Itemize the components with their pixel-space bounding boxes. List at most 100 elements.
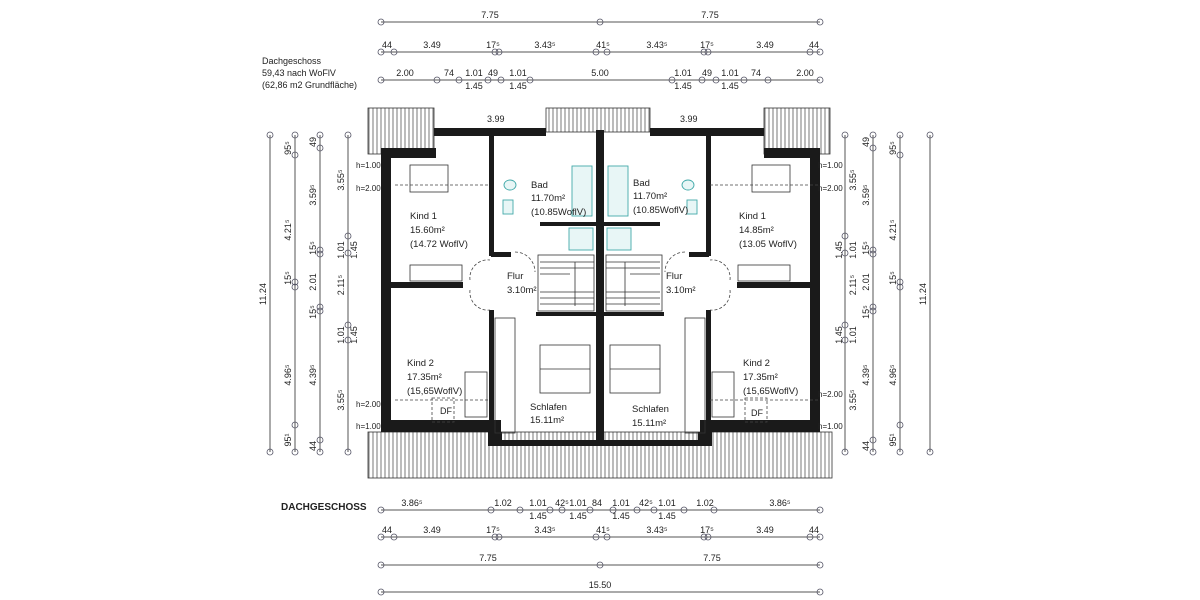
dimension-tick: [344, 232, 352, 240]
dimension-label: 1.45: [569, 511, 587, 521]
svg-text:Kind 1: Kind 1: [739, 211, 766, 222]
wardrobe-left: [409, 264, 463, 282]
dimension-tick: [291, 448, 299, 456]
toilet-left: [503, 179, 517, 191]
height-label: h=1.00: [818, 161, 843, 170]
dimension-label: 1.01: [465, 68, 483, 78]
dimension-tick: [377, 506, 385, 514]
dimension-label: 2.01: [308, 273, 318, 291]
svg-text:Schlafen: Schlafen: [632, 404, 669, 415]
svg-text:Bad: Bad: [531, 180, 548, 191]
dimension-label: 17⁵: [700, 40, 714, 50]
dimension-label: 15.50: [589, 580, 612, 590]
dimension-label: 49: [702, 68, 712, 78]
svg-text:15.60m²: 15.60m²: [410, 225, 445, 236]
dimension-tick: [497, 76, 505, 84]
dimension-label: 17⁵: [486, 525, 500, 535]
svg-text:Kind 2: Kind 2: [407, 358, 434, 369]
dimension-tick: [680, 506, 688, 514]
stair-right: [605, 254, 663, 312]
dimension-tick: [592, 48, 600, 56]
dimension-label: 7.75: [701, 10, 719, 20]
dimension-tick: [390, 533, 398, 541]
dimension-label: 1.01: [848, 241, 858, 259]
dimension-label: 1.45: [834, 241, 844, 259]
dimension-tick: [650, 506, 658, 514]
dimension-label: 3.86⁵: [769, 498, 791, 508]
dimension-label: 4.21⁵: [888, 219, 898, 241]
wall-dim-right: 3.99: [680, 114, 698, 124]
dimension-tick: [377, 48, 385, 56]
dimension-label: 1.45: [509, 81, 527, 91]
dimension-tick: [377, 588, 385, 596]
dimension-label: 2.00: [796, 68, 814, 78]
dimension-tick: [603, 533, 611, 541]
dimension-tick: [291, 421, 299, 429]
svg-text:Kind 1: Kind 1: [410, 211, 437, 222]
dimension-tick: [841, 131, 849, 139]
fixtures: [395, 164, 820, 434]
dimension-tick: [869, 436, 877, 444]
dimension-tick: [609, 506, 617, 514]
dimension-label: 3.43⁵: [534, 525, 556, 535]
dimension-label: 4.39⁵: [308, 364, 318, 386]
dimension-tick: [316, 250, 324, 258]
room-flur-right: Flur 3.10m²: [666, 271, 696, 296]
dimension-tick: [316, 303, 324, 311]
dimension-tick: [869, 307, 877, 315]
dimension-tick: [816, 561, 824, 569]
bed-kind1-right: [751, 164, 791, 193]
skylight-left: [431, 397, 455, 423]
dimension-label: 3.49: [423, 40, 441, 50]
room-schlafen-right: Schlafen 15.11m²: [632, 404, 669, 429]
dimension-label: 44: [861, 441, 871, 451]
dimension-label: 4.21⁵: [283, 219, 293, 241]
dimension-tick: [377, 561, 385, 569]
dimension-tick: [841, 336, 849, 344]
dimension-label: 2.11⁵: [336, 274, 346, 295]
dimension-tick: [495, 533, 503, 541]
dimension-tick: [806, 533, 814, 541]
svg-text:Schlafen: Schlafen: [530, 402, 567, 413]
dimension-label: 1.01: [529, 498, 547, 508]
dimension-tick: [377, 76, 385, 84]
dimension-tick: [377, 18, 385, 26]
svg-text:14.85m²: 14.85m²: [739, 225, 774, 236]
dimension-label: 7.75: [703, 553, 721, 563]
dimension-label: 1.01: [336, 241, 346, 259]
shower-right: [606, 227, 632, 251]
dimension-label: 3.55⁵: [848, 389, 858, 411]
dimension-tick: [633, 506, 641, 514]
dimension-label: 3.59⁵: [861, 184, 871, 206]
dimension-label: 3.43⁵: [646, 525, 668, 535]
room-kind1-left: Kind 1 15.60m² (14.72 WoflV): [410, 211, 468, 250]
dimension-tick: [291, 278, 299, 286]
dimension-tick: [390, 48, 398, 56]
shower-left: [568, 227, 594, 251]
dimension-tick: [316, 436, 324, 444]
dimension-label: 95¹: [888, 433, 898, 446]
dimension-tick: [869, 448, 877, 456]
dimension-label: 4.96⁵: [888, 364, 898, 386]
dimension-label: 3.49: [756, 525, 774, 535]
dimension-tick: [869, 131, 877, 139]
dimension-tick: [495, 48, 503, 56]
svg-text:(15,65WoflV): (15,65WoflV): [743, 386, 798, 397]
dimension-tick: [484, 76, 492, 84]
dimension-tick: [926, 448, 934, 456]
dimension-label: 7.75: [481, 10, 499, 20]
room-schlafen-left: Schlafen 15.11m²: [530, 402, 567, 426]
dimension-label: 74: [444, 68, 454, 78]
dimension-label: 1.45: [465, 81, 483, 91]
dimension-tick: [603, 48, 611, 56]
svg-text:(15,65WoflV): (15,65WoflV): [407, 386, 462, 397]
dimension-tick: [896, 278, 904, 286]
dimension-label: 1.45: [349, 241, 359, 259]
dimension-tick: [316, 448, 324, 456]
dimension-tick: [869, 144, 877, 152]
dimension-tick: [869, 250, 877, 258]
